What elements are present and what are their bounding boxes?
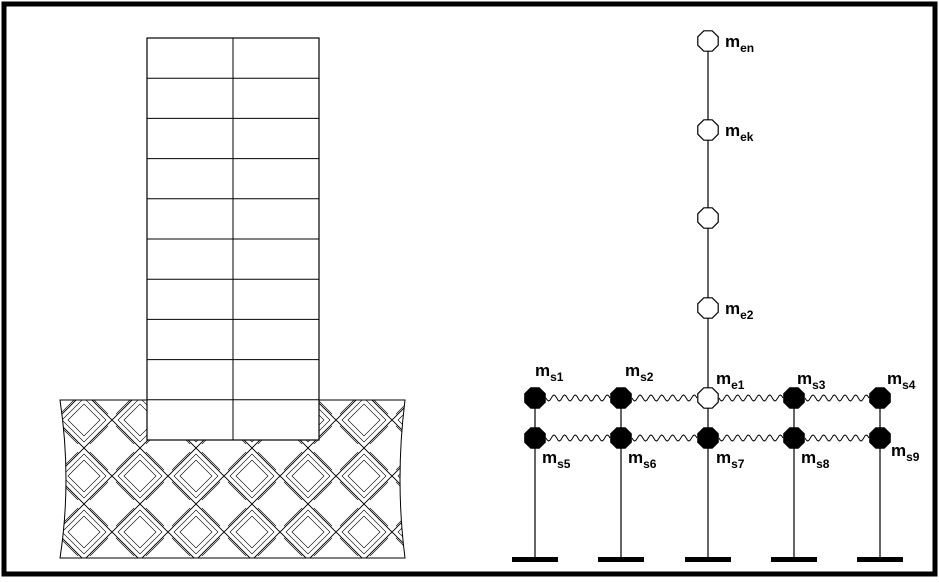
soil-spring [631,434,698,442]
mass-node-s6 [610,427,632,449]
mass-node-e3 [697,207,719,229]
soil-spring [718,434,784,442]
mass-label-s5: ms5 [542,448,571,471]
building-frame [146,37,320,441]
fixed-support [771,557,817,562]
soil-spring [631,394,698,402]
mass-label-en: men [725,32,754,55]
fixed-support [512,557,558,562]
fixed-support [857,557,903,562]
mass-node-s2 [610,387,632,409]
mass-label-s2: ms2 [625,361,654,384]
soil-spring [804,434,870,442]
mass-node-e2 [697,297,719,319]
mass-node-s8 [783,427,805,449]
mass-node-s5 [524,427,546,449]
mass-label-s3: ms3 [797,369,826,392]
mass-node-s9 [869,427,891,449]
lumped-mass-model: men mek me2 ms1 ms2 me1 ms3 ms4 ms5 ms6 ms7 ms8 ms9 [512,30,920,562]
soil-spring [718,394,784,402]
soil-spring [804,394,870,402]
mass-label-s9: ms9 [891,441,920,464]
mass-label-s1: ms1 [535,361,564,384]
mass-node-e1 [697,387,719,409]
soil-spring [545,434,611,442]
mass-node-ek [697,119,719,141]
mass-label-s8: ms8 [801,448,830,471]
mass-node-s4 [869,387,891,409]
fixed-support [685,557,731,562]
mass-label-s7: ms7 [716,448,745,471]
mass-node-s7 [697,427,719,449]
mass-label-e2: me2 [725,299,754,322]
mass-node-s3 [783,387,805,409]
soil-spring [545,394,611,402]
mass-label-s4: ms4 [887,369,916,392]
mass-label-s6: ms6 [628,448,657,471]
mass-label-ek: mek [725,121,754,144]
mass-label-e1: me1 [716,369,745,392]
fixed-support [598,557,644,562]
mass-node-s1 [524,387,546,409]
mass-node-en [697,30,719,52]
